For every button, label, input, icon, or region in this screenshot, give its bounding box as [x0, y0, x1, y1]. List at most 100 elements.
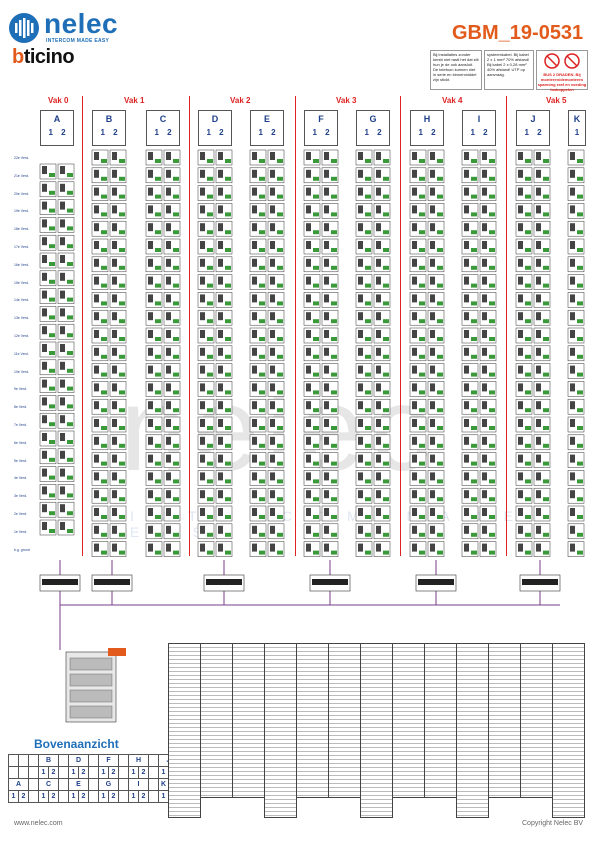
connector-mark — [173, 408, 179, 413]
connector-mark — [67, 208, 73, 213]
cable-table-row — [169, 792, 200, 796]
cable-table-row — [233, 676, 264, 680]
connector-mark — [225, 461, 231, 466]
cable-table-row — [329, 744, 360, 748]
cable-table-row — [457, 700, 488, 704]
handset-mark — [324, 187, 329, 196]
handset-mark — [536, 508, 541, 516]
bv-bottom-letter: I — [128, 778, 149, 791]
connector-mark — [543, 408, 549, 413]
connector-mark — [525, 497, 531, 502]
cable-table-row — [457, 740, 488, 744]
cable-table-row — [553, 644, 584, 648]
connector-mark — [277, 194, 283, 199]
handset-mark — [94, 241, 99, 249]
cable-table-row — [457, 752, 488, 756]
cable-table-row — [489, 696, 520, 700]
connector-mark — [577, 479, 583, 484]
cable-table-row — [425, 648, 456, 652]
handset-mark — [218, 365, 223, 374]
cable-table-row — [457, 660, 488, 664]
cable-table-row — [457, 744, 488, 748]
floor-label: 7e Verd. — [14, 423, 28, 427]
connector-mark — [525, 354, 531, 359]
connector-mark — [543, 354, 549, 359]
connector-mark — [437, 390, 443, 395]
footer-url[interactable]: www.nelec.com — [14, 820, 63, 827]
cable-table-row — [297, 676, 328, 680]
handset-mark — [200, 454, 205, 463]
handset-mark — [270, 258, 275, 267]
handset-mark — [200, 419, 205, 427]
bv-bottom-letter: A — [8, 778, 29, 791]
handset-mark — [112, 152, 117, 160]
cable-table-row — [489, 688, 520, 692]
connector-mark — [331, 212, 337, 217]
cable-table-row — [553, 800, 584, 804]
connector-mark — [471, 159, 477, 163]
connector-mark — [543, 461, 549, 466]
handset-mark — [166, 187, 171, 196]
connector-mark — [49, 475, 55, 480]
handset-mark — [112, 312, 117, 321]
handset-mark — [376, 508, 381, 516]
cable-table-row — [265, 780, 296, 784]
handset-mark — [358, 241, 363, 249]
cable-note-text: systeemkabel. Bij kabel 2 x 1 mm² 70% af… — [487, 52, 530, 77]
handset-mark — [482, 401, 487, 410]
connector-mark — [259, 265, 265, 270]
connector-mark — [471, 426, 477, 430]
connector-mark — [543, 301, 549, 306]
connector-mark — [49, 457, 55, 462]
cable-table-row — [457, 692, 488, 696]
connector-mark — [331, 479, 337, 484]
connector-mark — [437, 426, 443, 430]
cable-table-row — [201, 724, 232, 728]
cable-table-row — [265, 684, 296, 688]
connector-mark — [49, 351, 55, 355]
handset-mark — [482, 241, 487, 249]
cable-table-row — [233, 768, 264, 772]
connector-mark — [525, 515, 531, 519]
handset-mark — [200, 294, 205, 303]
cable-table-row — [553, 652, 584, 656]
connector-mark — [525, 212, 531, 217]
connector-mark — [155, 337, 161, 341]
connector-mark — [49, 529, 55, 533]
handset-mark — [166, 436, 171, 445]
cable-table-row — [265, 668, 296, 672]
handset-mark — [166, 258, 171, 267]
handset-mark — [252, 419, 257, 427]
cable-table-row — [553, 684, 584, 688]
cable-table-row — [425, 732, 456, 736]
connector-mark — [365, 176, 371, 181]
cable-table-row — [425, 664, 456, 668]
connector-mark — [365, 515, 371, 519]
connector-mark — [49, 279, 55, 284]
cable-table-row — [265, 744, 296, 748]
cable-table-row — [425, 668, 456, 672]
cable-table-row — [265, 680, 296, 684]
handset-mark — [166, 401, 171, 410]
connector-mark — [277, 212, 283, 217]
handset-mark — [518, 205, 523, 214]
handset-mark — [42, 468, 47, 477]
connector-mark — [489, 283, 495, 288]
brand-tagline: INTERCOM MADE EASY — [46, 38, 110, 44]
handset-mark — [376, 383, 381, 392]
handset-mark — [482, 543, 487, 552]
cable-table-row — [553, 692, 584, 696]
connector-mark — [67, 457, 73, 462]
cable-table-row — [457, 672, 488, 676]
handset-mark — [464, 508, 469, 516]
bticino-b: b — [12, 46, 24, 68]
handset-mark — [464, 223, 469, 232]
handset-mark — [166, 472, 171, 481]
connector-mark — [49, 493, 55, 498]
cable-table-row — [361, 708, 392, 712]
cable-table-row — [553, 672, 584, 676]
connector-mark — [419, 194, 425, 199]
connector-mark — [419, 443, 425, 448]
cable-table-row — [329, 708, 360, 712]
connector-mark — [207, 319, 213, 324]
